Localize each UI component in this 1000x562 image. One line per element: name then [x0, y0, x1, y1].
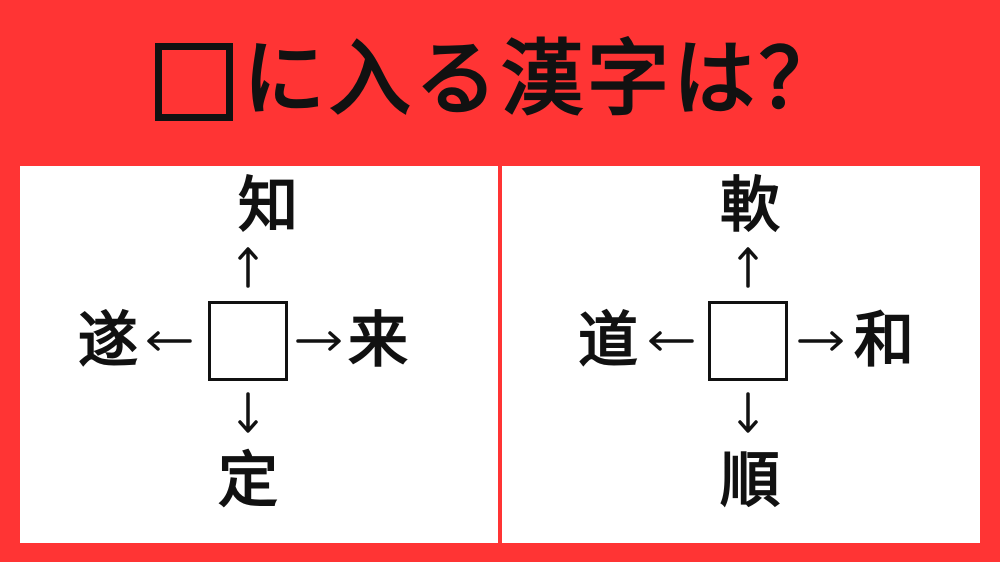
right-puzzle-panel: 軟 道 和 順	[502, 166, 980, 543]
arrow-down-icon	[738, 392, 758, 433]
right-puzzle-left-kanji: 道	[578, 306, 638, 376]
page-title: に入る漢字は？	[242, 32, 845, 127]
right-puzzle-bottom-kanji: 順	[720, 446, 780, 516]
arrow-up-icon	[238, 247, 258, 288]
left-puzzle-bottom-kanji: 定	[218, 446, 278, 516]
left-puzzle-left-kanji: 遂	[78, 306, 138, 376]
right-puzzle-answer-box[interactable]	[708, 301, 788, 381]
arrow-left-icon	[649, 331, 694, 351]
dashed-divider	[498, 166, 501, 543]
arrow-up-icon	[738, 247, 758, 288]
right-puzzle-right-kanji: 和	[854, 306, 914, 376]
left-puzzle-answer-box[interactable]	[208, 301, 288, 381]
left-puzzle-right-kanji: 来	[348, 306, 408, 376]
left-puzzle-top-kanji: 知	[238, 171, 298, 241]
arrow-right-icon	[798, 331, 843, 351]
blank-box-symbol	[154, 43, 233, 121]
title-bar: に入る漢字は？	[0, 0, 1000, 160]
left-puzzle-panel: 知 遂 来 定	[20, 166, 498, 543]
right-puzzle-top-kanji: 軟	[720, 171, 780, 241]
arrow-right-icon	[296, 331, 341, 351]
arrow-left-icon	[147, 331, 192, 351]
arrow-down-icon	[238, 392, 258, 433]
